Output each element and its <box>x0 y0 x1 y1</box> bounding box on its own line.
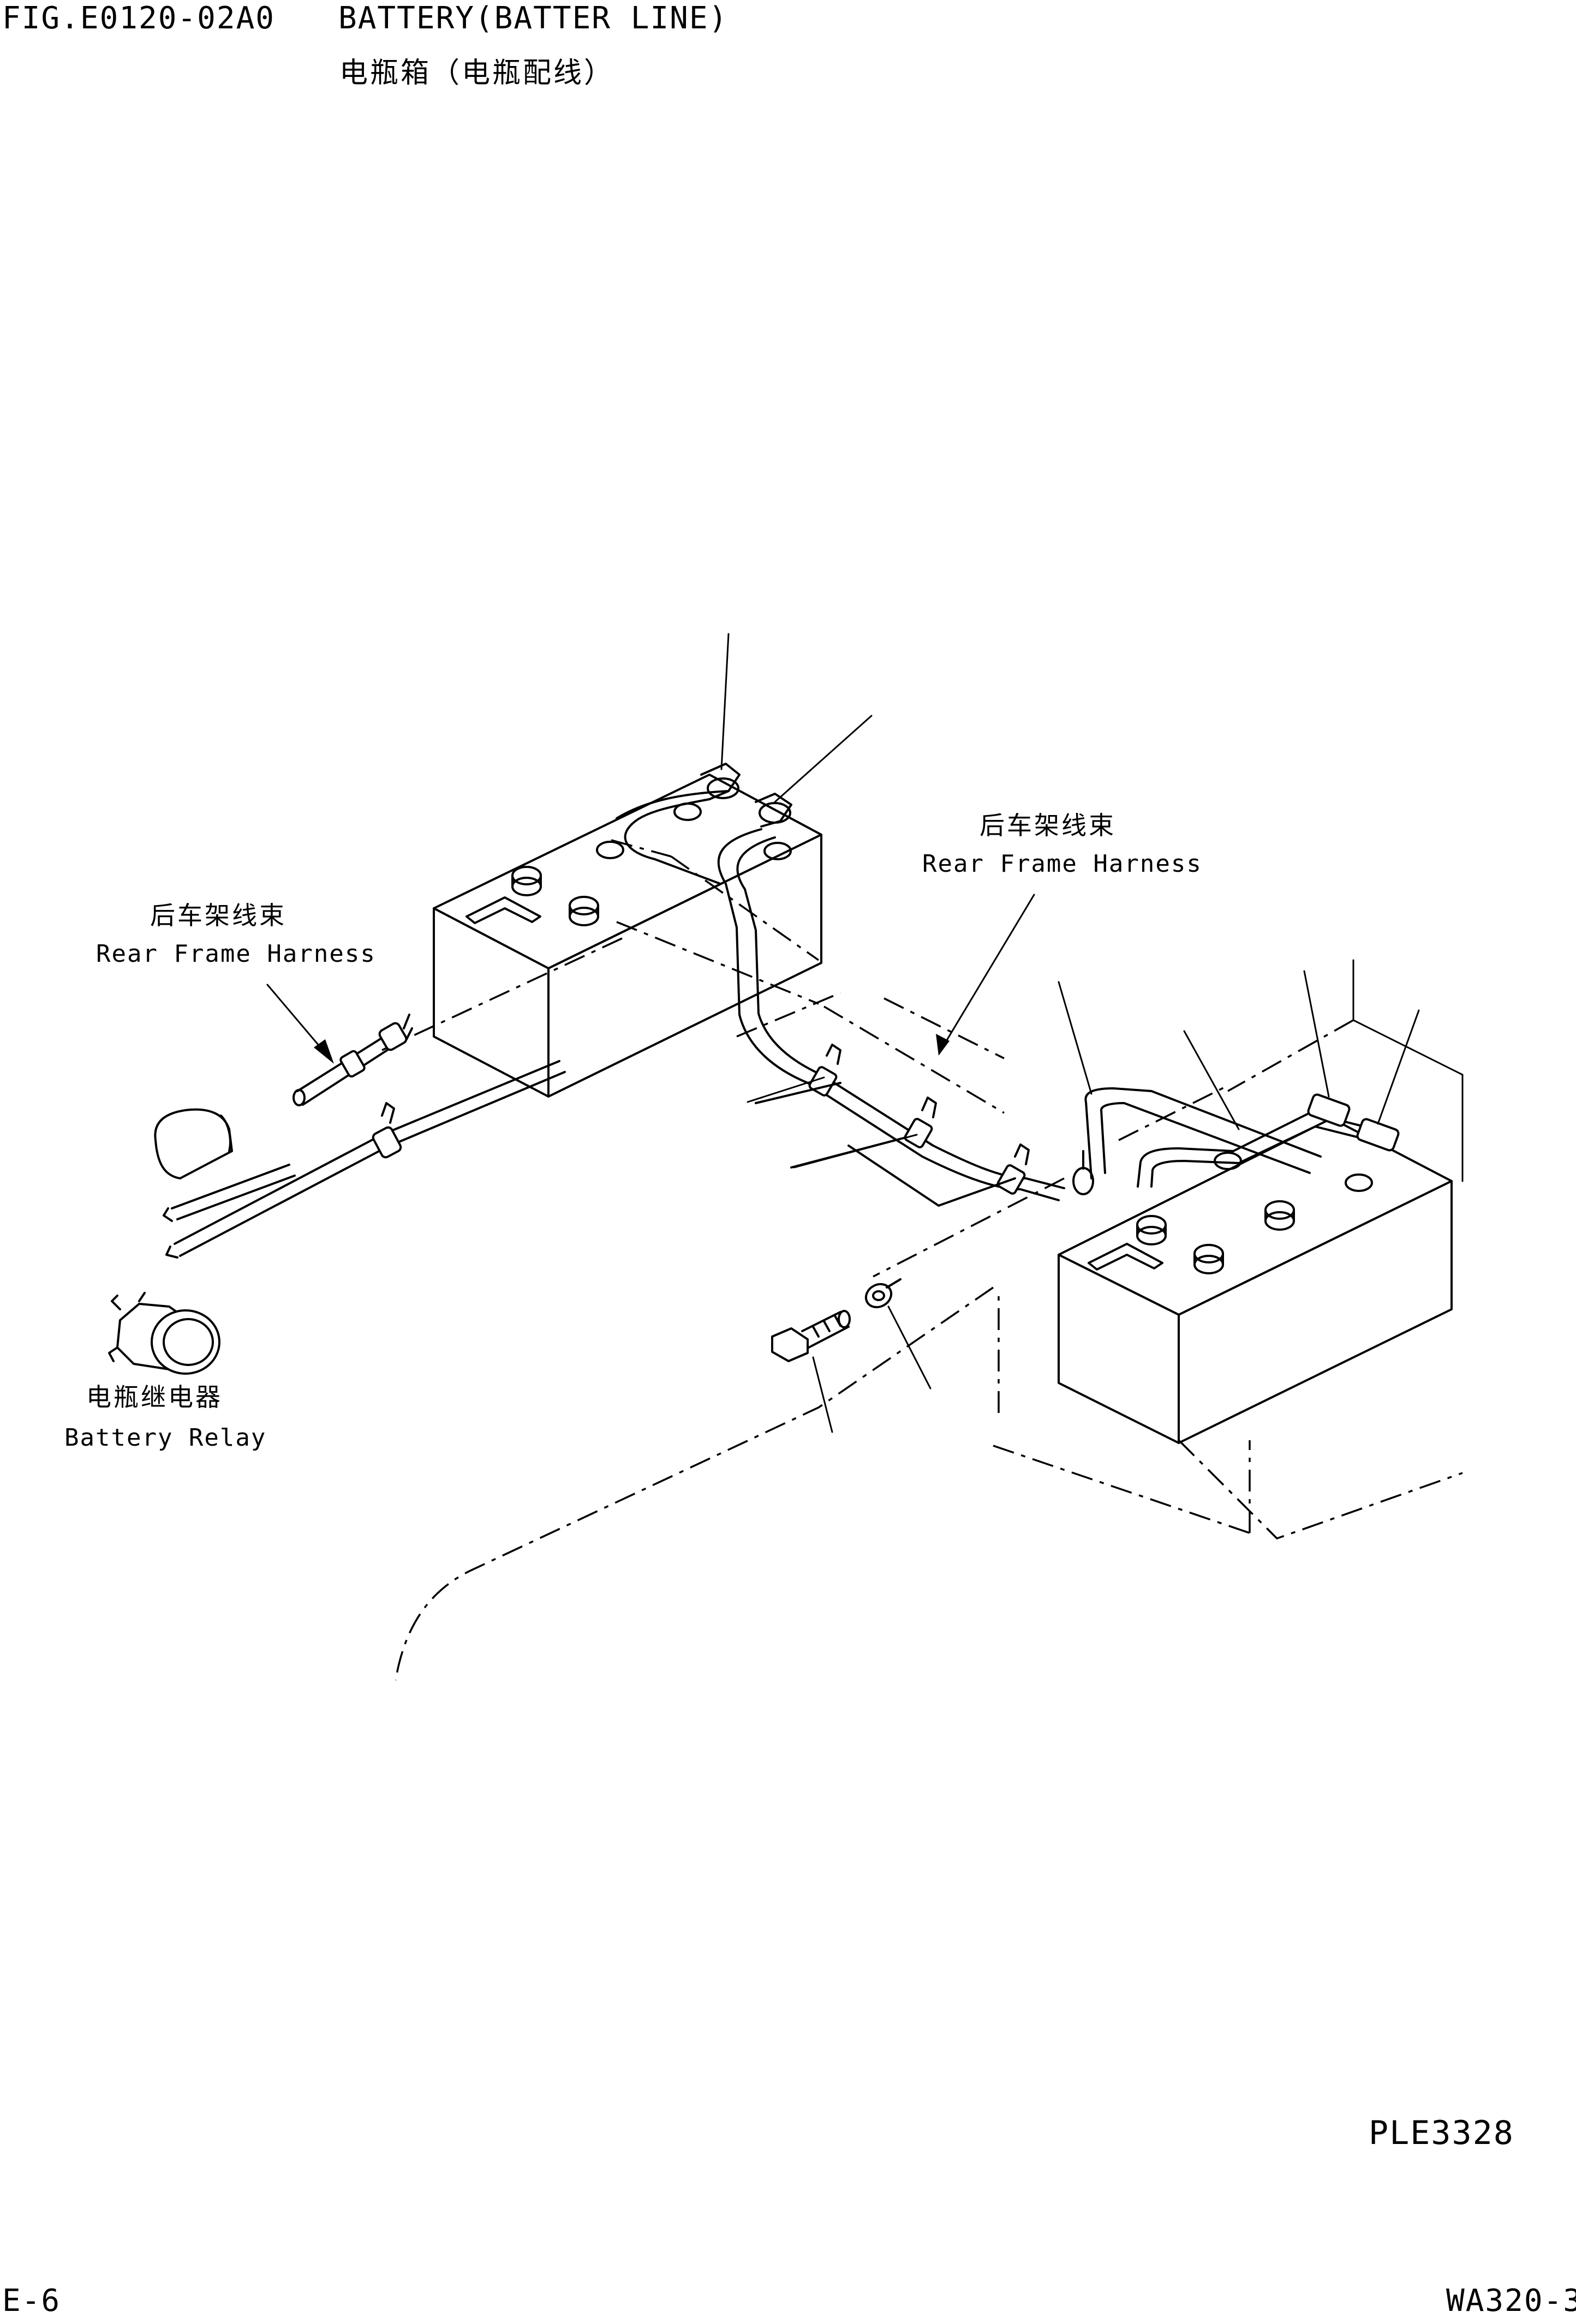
left-battery <box>433 763 822 1098</box>
leader-lines <box>266 633 1420 1433</box>
figure-number: FIG.E0120-02A0 <box>2 1 276 36</box>
relay-cables <box>163 1060 566 1259</box>
page-number: E-6 <box>2 2283 61 2319</box>
right-battery <box>1058 1117 1453 1444</box>
model-number: WA320-3 <box>1446 2283 1576 2319</box>
rear-frame-harness-left-en: Rear Frame Harness <box>96 940 376 968</box>
battery-relay-cn: 电瓶继电器 <box>86 1382 223 1412</box>
figure-title-cn: 电瓶箱（电瓶配线） <box>339 57 615 89</box>
rear-frame-harness-right-cn: 后车架线束 <box>980 811 1116 840</box>
battery-relay <box>108 1292 220 1375</box>
drawing-code: PLE3328 <box>1369 2114 1514 2152</box>
bolt <box>771 1310 851 1362</box>
ring-terminal <box>864 1278 902 1309</box>
rear-frame-harness-left-cn: 后车架线束 <box>150 901 286 930</box>
figure-title-en: BATTERY(BATTER LINE) <box>338 1 729 36</box>
battery-relay-en: Battery Relay <box>64 1424 267 1452</box>
frame-outline <box>395 1177 1065 1681</box>
terminal-boot <box>154 1108 233 1179</box>
cable-tray-plate <box>755 1082 1016 1207</box>
left-harness-connector <box>292 1014 413 1106</box>
right-battery-cables <box>1072 1087 1400 1195</box>
rear-frame-harness-right-en: Rear Frame Harness <box>922 850 1202 878</box>
